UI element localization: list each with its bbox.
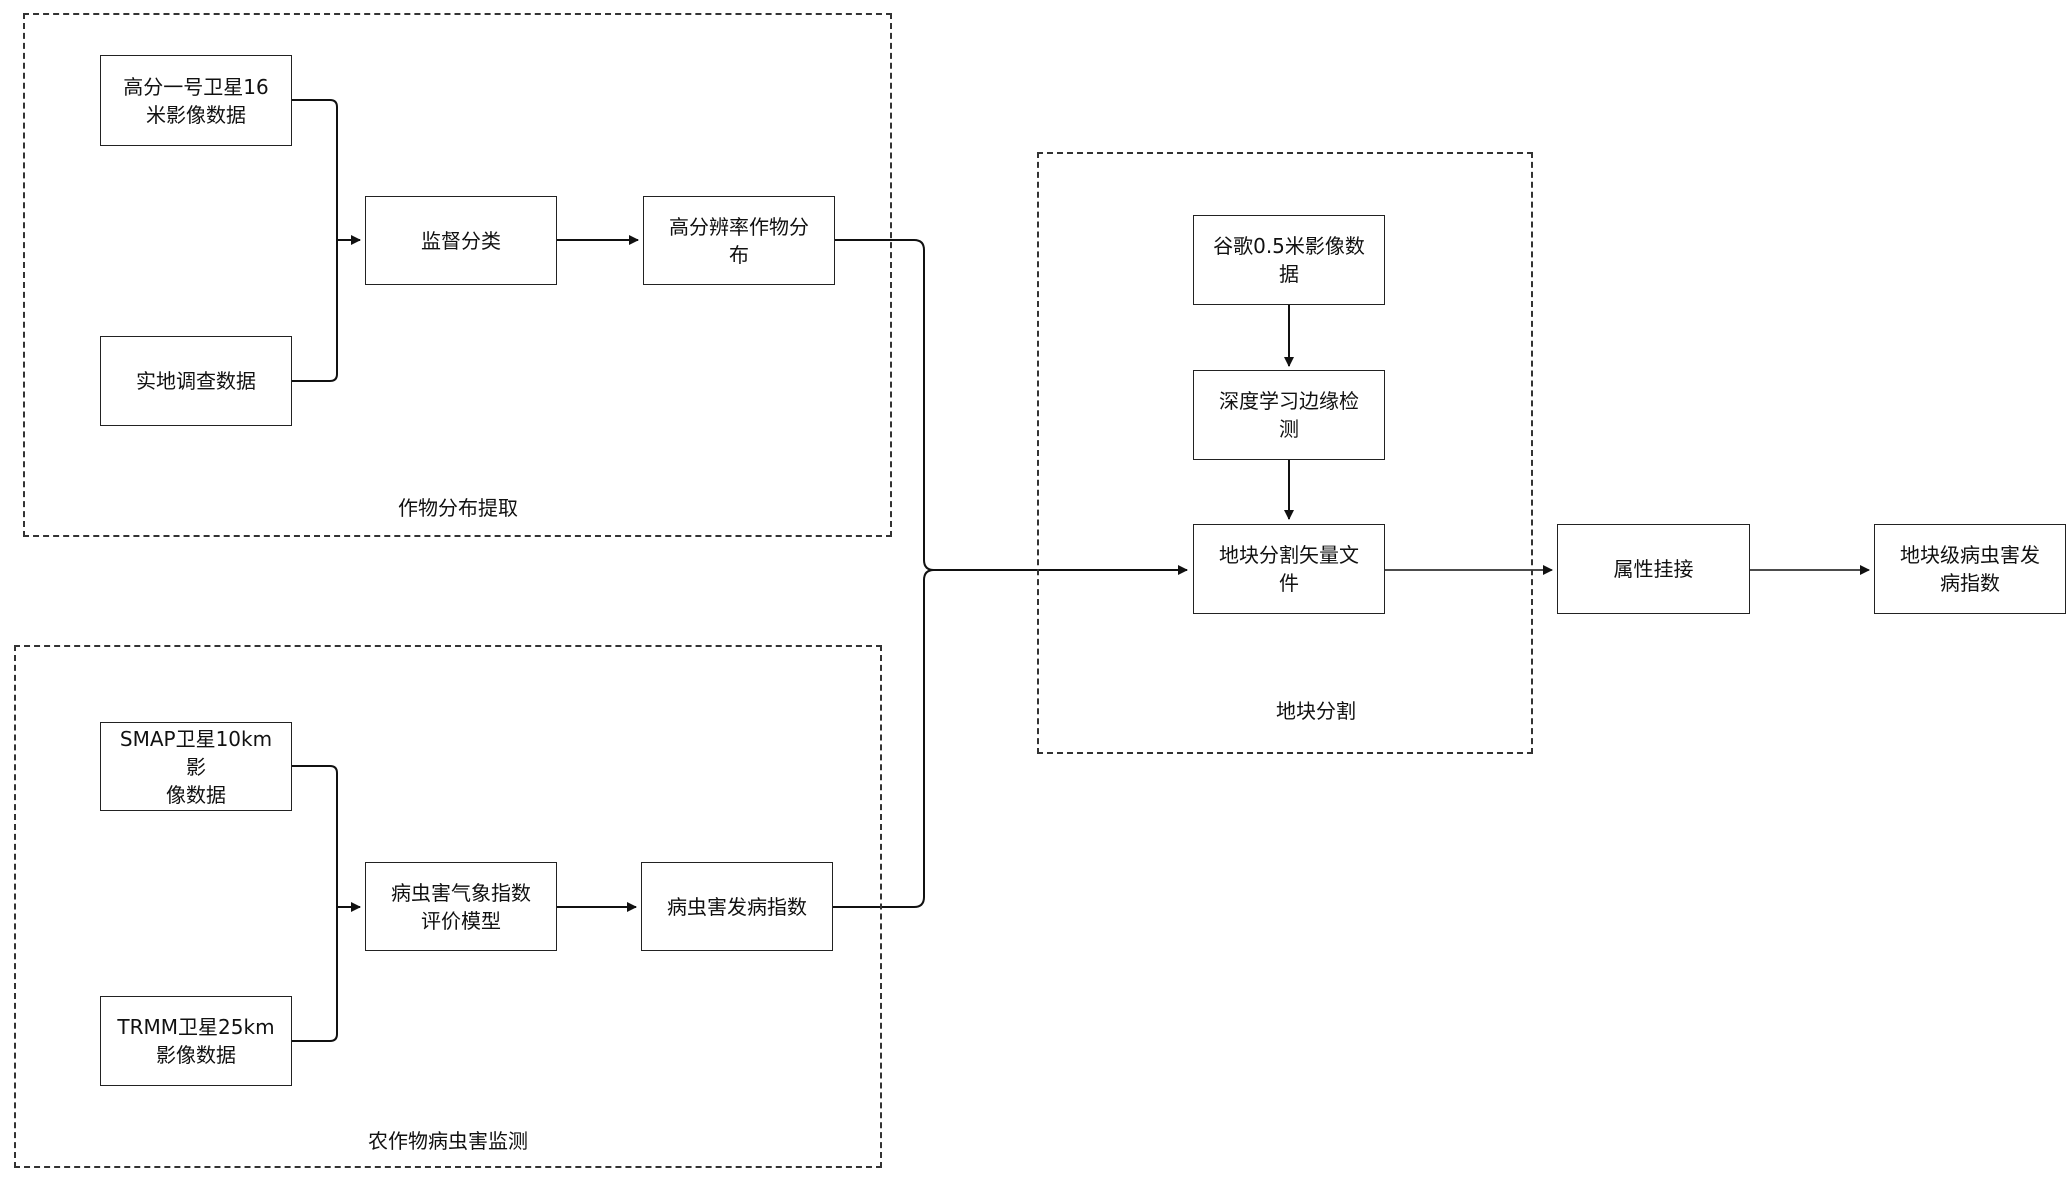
node-trmm-imagery: TRMM卫星25km 影像数据 [100, 996, 292, 1086]
node-google-imagery: 谷歌0.5米影像数 据 [1193, 215, 1385, 305]
node-pest-index: 病虫害发病指数 [641, 862, 833, 951]
node-weather-index-model: 病虫害气象指数 评价模型 [365, 862, 557, 951]
edge-survey-to-supervised [290, 240, 338, 382]
node-field-pest-index: 地块级病虫害发 病指数 [1874, 524, 2066, 614]
node-supervised-classification: 监督分类 [365, 196, 557, 285]
edge-gf1-to-supervised [290, 99, 361, 245]
edge-cropdist-to-vector [833, 239, 1188, 575]
node-crop-distribution: 高分辨率作物分 布 [643, 196, 835, 285]
node-field-survey: 实地调查数据 [100, 336, 292, 426]
group-pest-monitoring [14, 645, 882, 1168]
node-gf1-imagery: 高分一号卫星16 米影像数据 [100, 55, 292, 146]
group-crop-distribution [23, 13, 892, 537]
edge-smap-to-model [290, 765, 361, 912]
group-field-segmentation [1037, 152, 1533, 754]
group-field-segmentation-label: 地块分割 [1276, 699, 1356, 723]
edge-trmm-to-model [290, 907, 338, 1042]
node-attribute-join: 属性挂接 [1557, 524, 1750, 614]
edge-pestindex-to-vector [831, 569, 935, 908]
group-crop-distribution-label: 作物分布提取 [398, 496, 518, 520]
node-smap-imagery: SMAP卫星10km影 像数据 [100, 722, 292, 811]
node-field-vector: 地块分割矢量文 件 [1193, 524, 1385, 614]
node-edge-detection: 深度学习边缘检 测 [1193, 370, 1385, 460]
group-pest-monitoring-label: 农作物病虫害监测 [368, 1129, 528, 1153]
